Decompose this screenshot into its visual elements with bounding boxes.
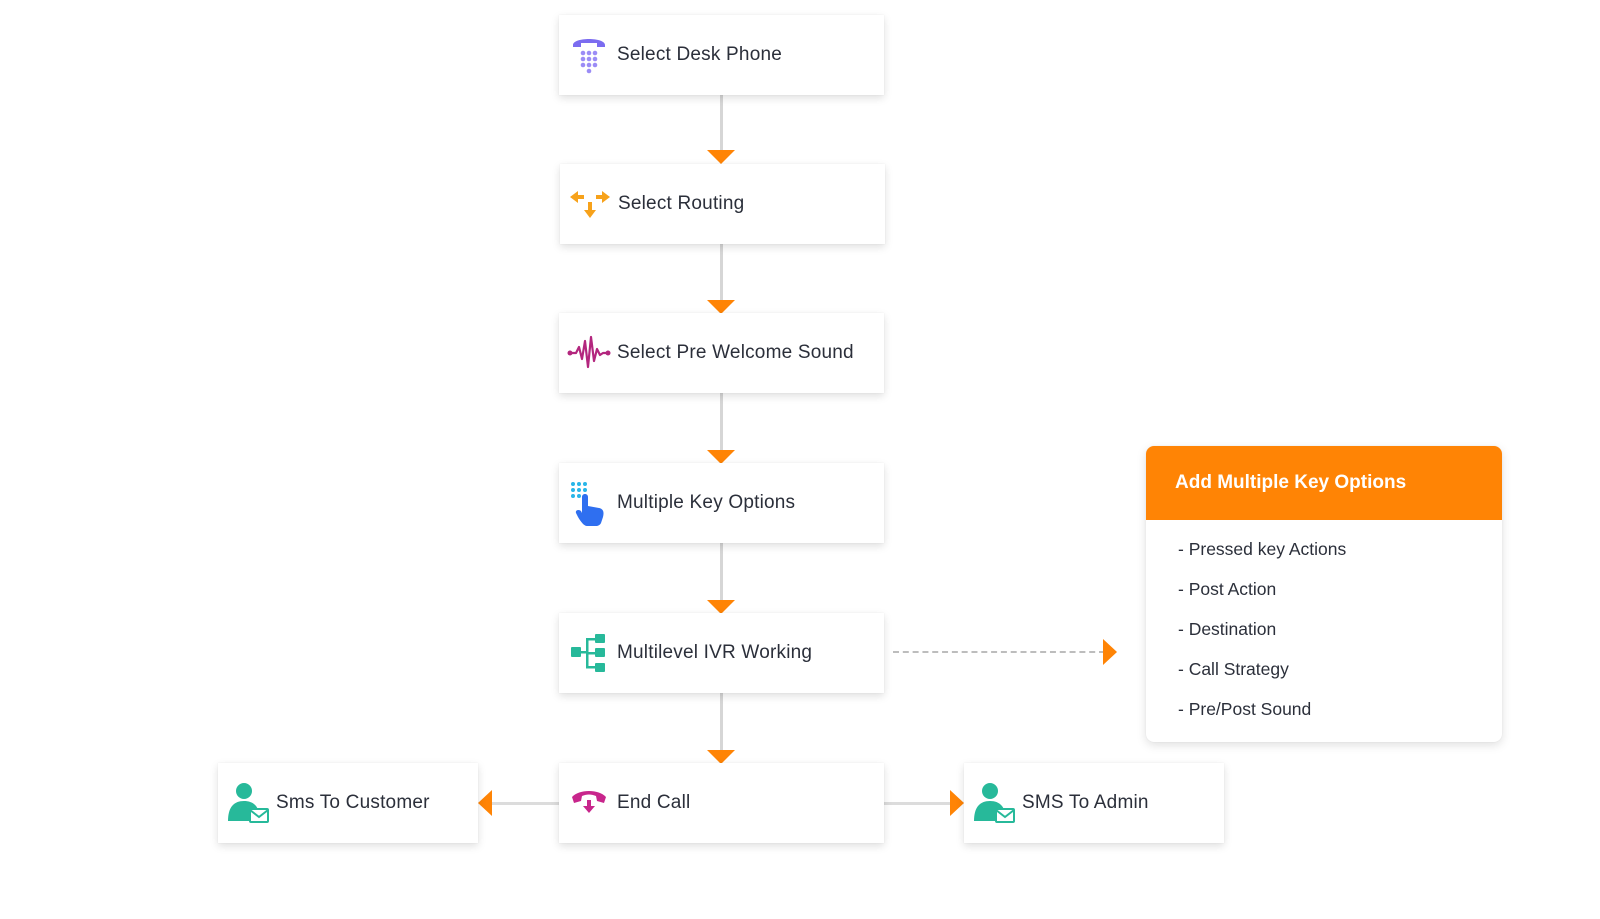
panel-option-item: - Destination	[1178, 619, 1277, 639]
desk-phone-icon	[567, 33, 611, 77]
node-label: Multiple Key Options	[617, 492, 796, 513]
connector-ivr-endcall	[720, 693, 723, 752]
node-sms-to-admin[interactable]: SMS To Admin	[964, 763, 1224, 843]
arrow-to-ivr	[707, 600, 735, 614]
node-select-pre-welcome-sound[interactable]: Select Pre Welcome Sound	[559, 313, 884, 393]
sound-wave-icon	[567, 331, 611, 375]
node-label: SMS To Admin	[1022, 792, 1149, 813]
routing-arrows-icon	[568, 182, 612, 226]
node-label: Select Routing	[618, 193, 745, 214]
arrow-to-sms-admin	[950, 790, 964, 816]
end-call-icon	[567, 781, 611, 825]
dashed-connector-ivr-panel	[893, 651, 1105, 653]
node-label: Sms To Customer	[276, 792, 430, 813]
node-label: End Call	[617, 792, 691, 813]
panel-option-item: - Pressed key Actions	[1178, 539, 1347, 559]
arrow-to-routing	[707, 150, 735, 164]
panel-option-item: - Post Action	[1178, 579, 1277, 599]
node-multilevel-ivr-working[interactable]: Multilevel IVR Working	[559, 613, 884, 693]
user-mail-icon	[972, 781, 1016, 825]
node-label: Select Pre Welcome Sound	[617, 342, 854, 363]
node-sms-to-customer[interactable]: Sms To Customer	[218, 763, 478, 843]
connector-routing-sound	[720, 244, 723, 302]
panel-option-item: - Call Strategy	[1178, 659, 1289, 679]
arrow-to-endcall	[707, 750, 735, 764]
arrow-to-keys	[707, 450, 735, 464]
panel-option-list: - Pressed key Actions - Post Action - De…	[1146, 520, 1502, 734]
arrow-to-panel	[1103, 639, 1117, 665]
node-select-desk-phone[interactable]: Select Desk Phone	[559, 15, 884, 95]
user-mail-icon	[226, 781, 270, 825]
connector-endcall-customer	[492, 802, 560, 805]
connector-endcall-admin	[884, 802, 950, 805]
arrow-to-sound	[707, 300, 735, 314]
panel-title: Add Multiple Key Options	[1146, 446, 1502, 520]
connector-keys-ivr	[720, 543, 723, 602]
panel-option-item: - Pre/Post Sound	[1178, 699, 1312, 719]
node-select-routing[interactable]: Select Routing	[560, 164, 885, 244]
keypad-touch-icon	[567, 481, 611, 526]
node-multiple-key-options[interactable]: Multiple Key Options	[559, 463, 884, 543]
arrow-to-sms-customer	[478, 790, 492, 816]
connector-desk-routing	[720, 95, 723, 152]
key-options-panel: Add Multiple Key Options - Pressed key A…	[1146, 446, 1502, 742]
node-label: Multilevel IVR Working	[617, 642, 813, 663]
node-end-call[interactable]: End Call	[559, 763, 884, 843]
node-label: Select Desk Phone	[617, 44, 782, 65]
hierarchy-icon	[567, 631, 611, 675]
connector-sound-keys	[720, 393, 723, 452]
